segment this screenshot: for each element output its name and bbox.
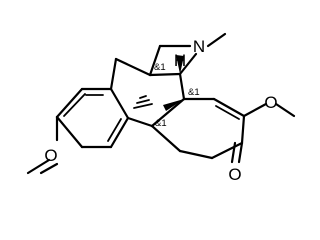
alkene-double-bond [215,105,240,120]
wedge-bond [176,55,184,74]
bond [150,124,182,153]
hydrogen-atom-label: H [174,51,186,70]
bond [178,52,198,76]
methoxy-oxygen-left-label: O [44,146,57,165]
bond [178,149,214,160]
hashed-bond [139,95,147,99]
bond [150,97,186,128]
bond [240,114,246,145]
wedges [163,55,184,111]
bond [109,57,118,91]
bond [109,116,130,149]
bond [109,87,130,120]
stereo-label-c14: &1 [188,87,200,98]
bond [39,162,59,175]
bond [148,44,162,77]
atom-labels: N H O O O [44,37,277,184]
bond [206,32,227,48]
bond [237,141,244,164]
bond [26,158,51,175]
chemical-structure-diagram: N H O O O &1 &1 &1 [26,32,296,184]
bonds [26,32,296,175]
hashed-bond [136,99,150,104]
bond [230,141,237,164]
aromatic-double-bond [107,118,122,142]
ketone-oxygen-label: O [228,165,241,184]
methoxy-oxygen-right-label: O [264,93,277,112]
bond [148,72,182,77]
stereo-label-c13: &1 [155,118,167,129]
bond [212,97,246,118]
nitrogen-atom-label: N [193,37,205,56]
stereo-label-c9: &1 [154,62,166,73]
hashed-bond [133,103,153,109]
bond [114,57,152,77]
bond [242,102,268,118]
wedge-bond [163,99,184,111]
stereo-labels: &1 &1 &1 [154,62,200,129]
bond [274,102,296,118]
bond [55,115,84,149]
bond [55,87,84,119]
bond [210,141,244,160]
bond [126,116,154,128]
bond [178,72,186,101]
aromatic-double-bond [63,93,86,117]
